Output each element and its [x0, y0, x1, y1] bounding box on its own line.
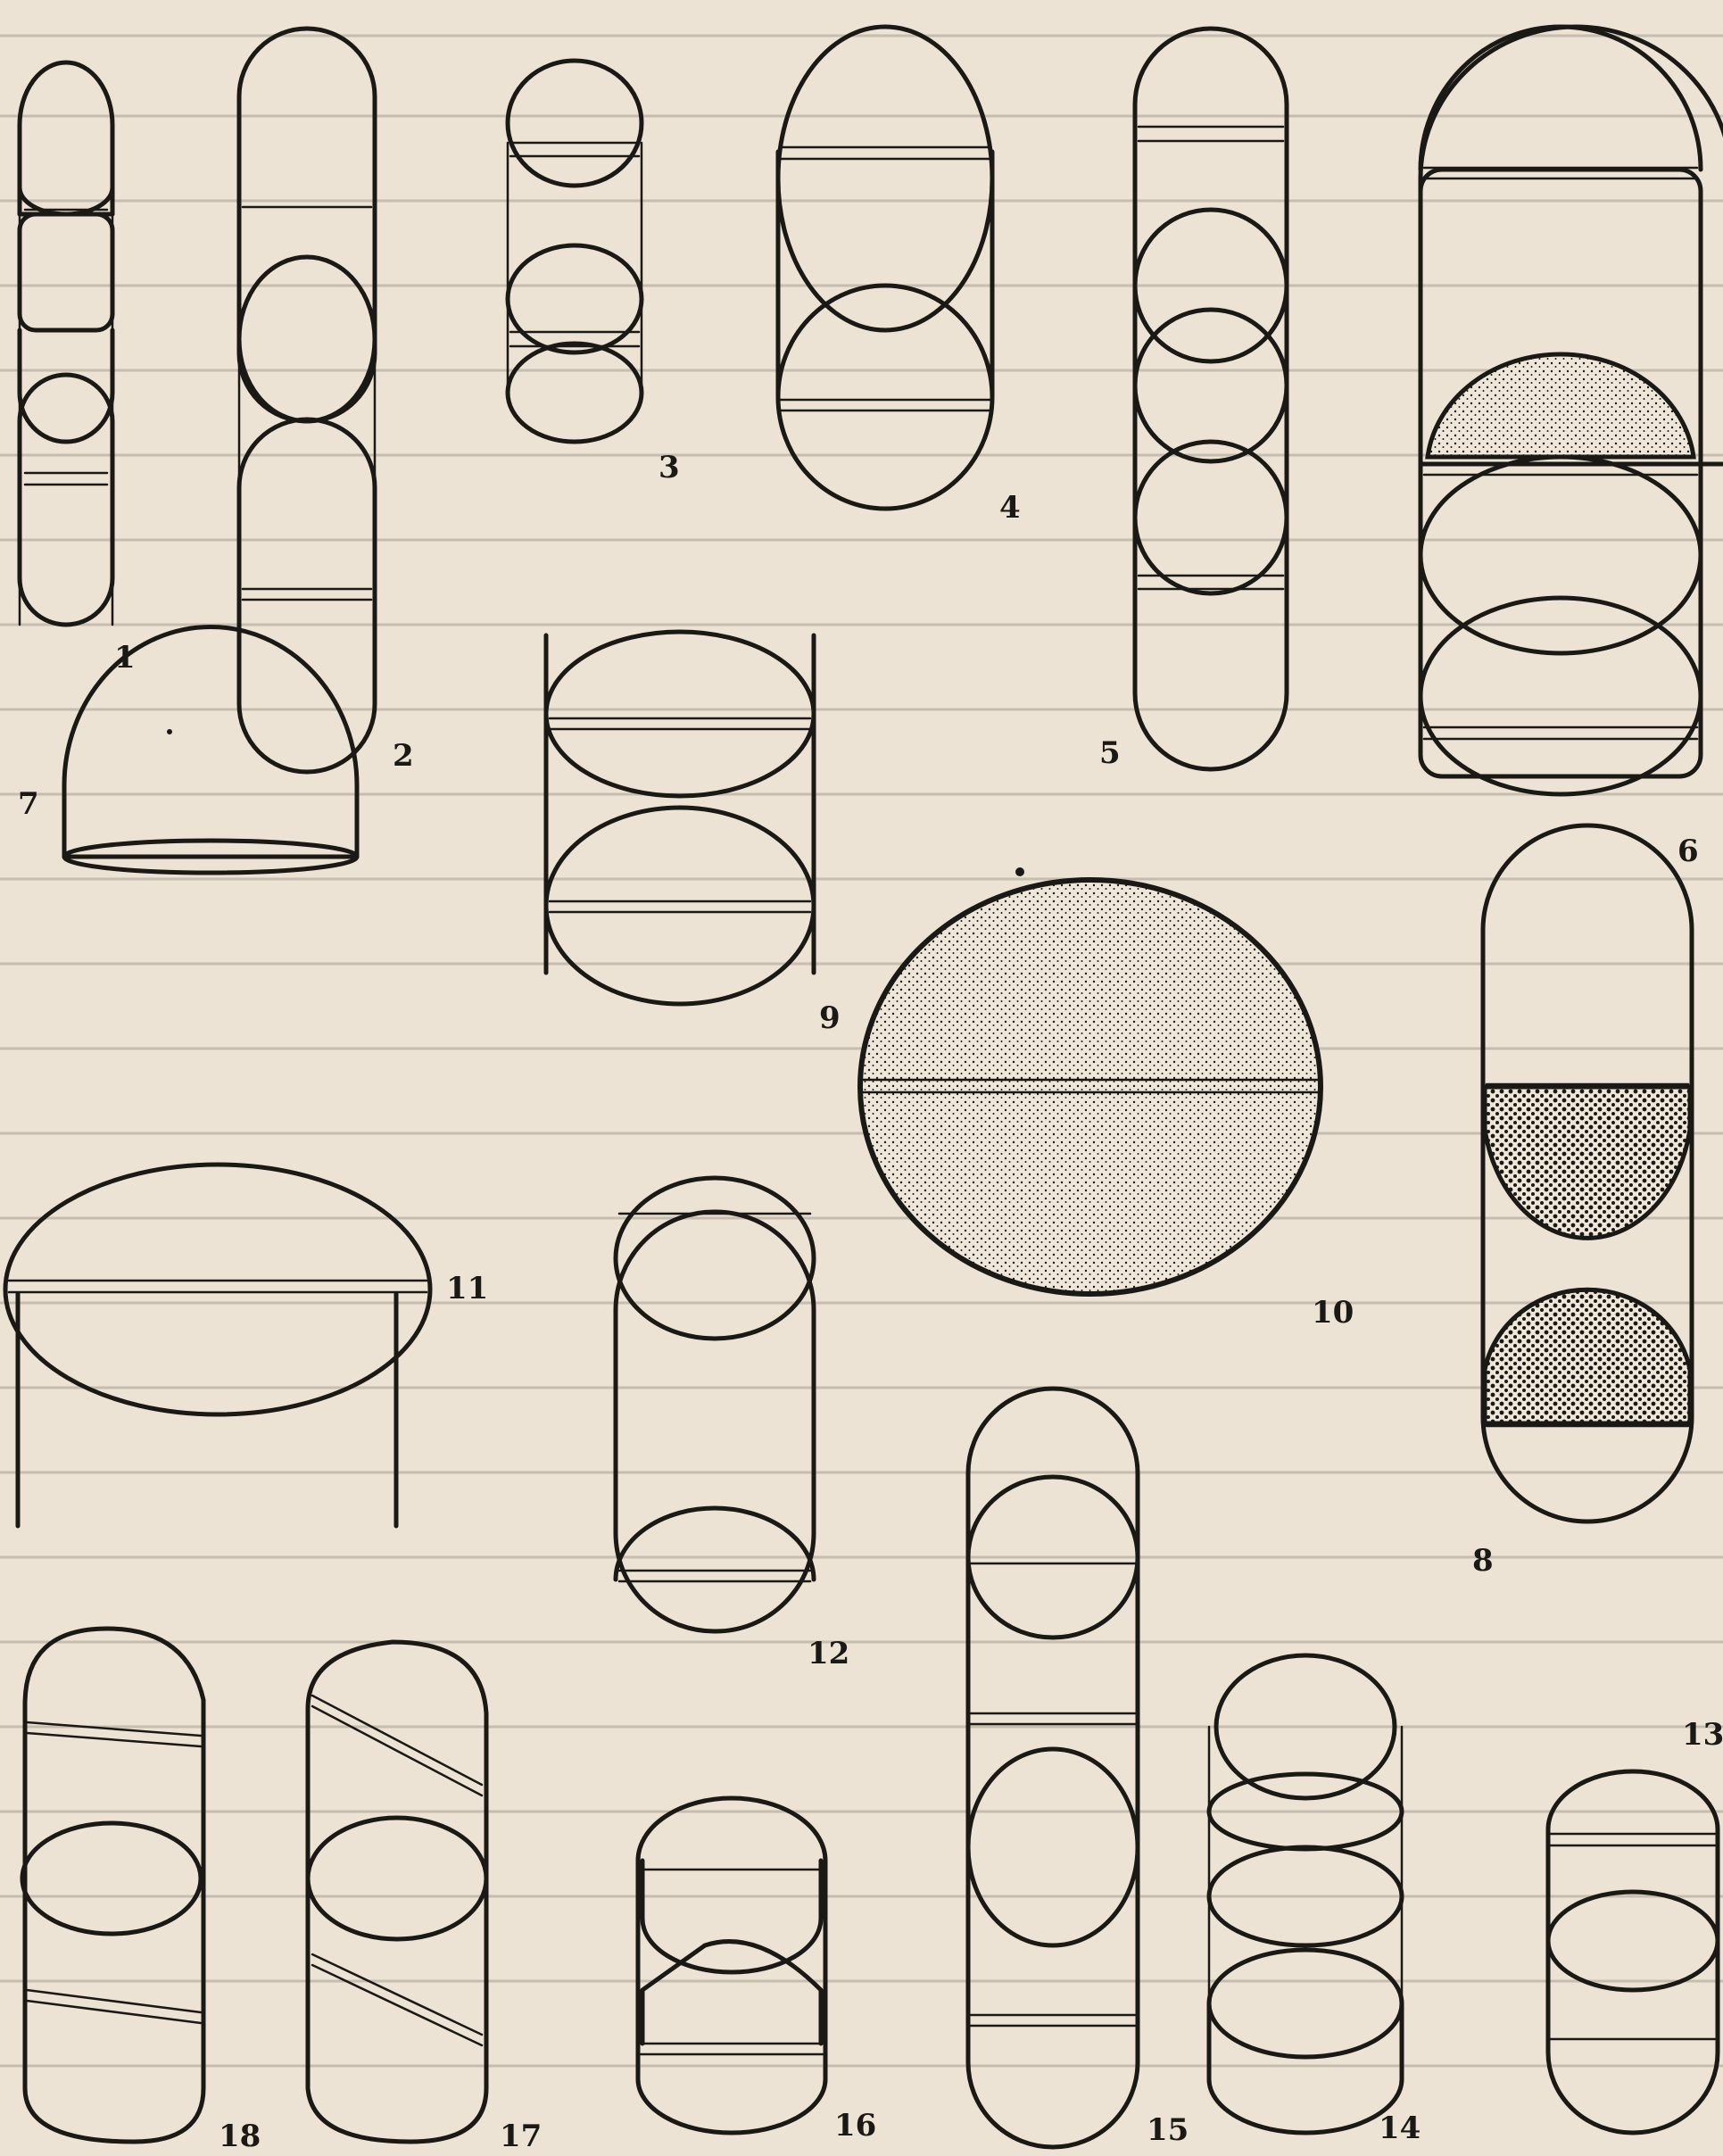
figure-16-diatom: [638, 1798, 825, 2133]
figure-15-diatom: [968, 1389, 1138, 2147]
figure-4-diatom: [778, 27, 992, 509]
figure-label-8: 8: [1472, 1543, 1494, 1579]
figure-label-12: 12: [808, 1636, 849, 1671]
figure-label-5: 5: [1099, 735, 1121, 771]
figure-10-diatom: [860, 867, 1321, 1294]
figure-8-diatom: [1483, 825, 1692, 1522]
figure-7-diatom: [64, 626, 357, 873]
figure-label-18: 18: [219, 2119, 261, 2154]
figure-label-14: 14: [1379, 2110, 1421, 2146]
figure-label-6: 6: [1677, 833, 1699, 869]
figure-6-diatom: [1421, 27, 1723, 794]
figure-label-17: 17: [500, 2119, 542, 2154]
figure-label-4: 4: [999, 490, 1021, 526]
figure-label-3: 3: [659, 450, 680, 485]
figure-5-diatom: [1135, 29, 1287, 769]
figure-9-diatom: [546, 632, 814, 1004]
figure-label-16: 16: [834, 2108, 876, 2144]
figure-label-11: 11: [446, 1271, 488, 1306]
figure-label-1: 1: [114, 640, 136, 676]
figure-3-diatom: [508, 61, 642, 442]
figure-2-diatom: [239, 29, 375, 772]
figure-label-2: 2: [393, 738, 414, 774]
figure-13-diatom: [1548, 1771, 1718, 2133]
figure-label-13: 13: [1682, 1717, 1723, 1753]
figure-label-7: 7: [18, 786, 39, 822]
figure-12-diatom: [616, 1178, 814, 1631]
figure-label-15: 15: [1147, 2112, 1189, 2148]
figure-label-9: 9: [819, 1000, 841, 1036]
figure-label-10: 10: [1312, 1295, 1354, 1331]
